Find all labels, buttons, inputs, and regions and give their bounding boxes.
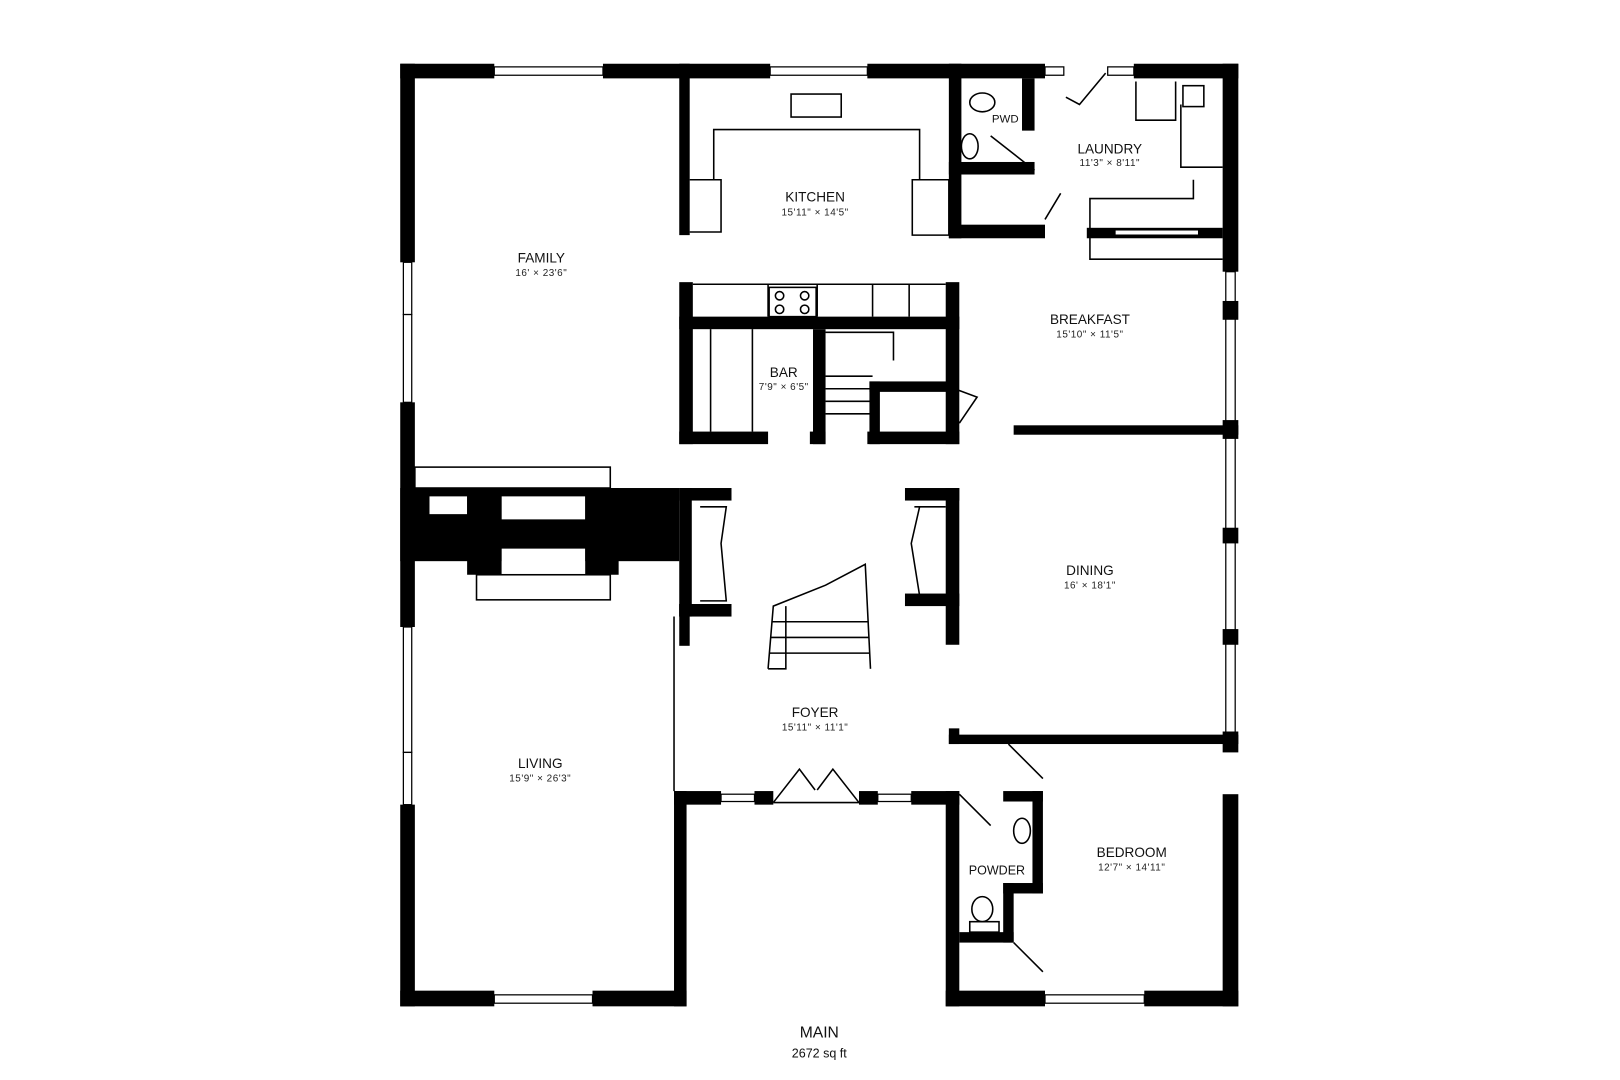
room-pwd: PWD — [992, 113, 1019, 125]
walls — [400, 63, 1239, 1007]
room-bar: BAR 7'9" × 6'5" — [759, 365, 809, 393]
room-breakfast: BREAKFAST 15'10" × 11'5" — [1050, 312, 1130, 341]
room-dims: 7'9" × 6'5" — [759, 382, 809, 393]
room-kitchen: KITCHEN 15'11" × 14'5" — [781, 190, 848, 219]
room-name: BEDROOM — [1097, 845, 1167, 860]
room-dims: 12'7" × 14'11" — [1098, 862, 1165, 873]
room-name: DINING — [1066, 563, 1114, 578]
room-powder: POWDER — [969, 864, 1025, 878]
floor-caption: MAIN 2672 sq ft — [792, 1025, 847, 1061]
room-name: LIVING — [518, 756, 563, 771]
room-dims: 16' × 23'6" — [515, 268, 567, 279]
room-name: BAR — [770, 365, 798, 380]
room-dims: 15'11" × 14'5" — [781, 207, 848, 218]
room-dims: 11'3" × 8'11" — [1080, 158, 1140, 169]
room-name: FAMILY — [518, 250, 565, 265]
room-foyer: FOYER 15'11" × 11'1" — [782, 705, 849, 734]
room-laundry: LAUNDRY 11'3" × 8'11" — [1077, 142, 1142, 170]
room-dims: 15'11" × 11'1" — [782, 722, 849, 733]
room-name: KITCHEN — [785, 190, 845, 205]
room-family: FAMILY 16' × 23'6" — [515, 250, 567, 279]
room-dims: 16' × 18'1" — [1064, 580, 1116, 591]
room-name: POWDER — [969, 864, 1025, 878]
room-name: BREAKFAST — [1050, 312, 1130, 327]
room-dims: 15'9" × 26'3" — [509, 774, 571, 785]
floor-name: MAIN — [800, 1025, 839, 1042]
room-name: LAUNDRY — [1077, 142, 1142, 157]
floor-area: 2672 sq ft — [792, 1047, 847, 1061]
room-living: LIVING 15'9" × 26'3" — [509, 756, 571, 785]
room-bedroom: BEDROOM 12'7" × 14'11" — [1097, 845, 1167, 874]
room-dims: 15'10" × 11'5" — [1056, 330, 1123, 341]
room-name: FOYER — [792, 705, 839, 720]
room-dining: DINING 16' × 18'1" — [1064, 563, 1116, 592]
room-name: PWD — [992, 113, 1019, 125]
